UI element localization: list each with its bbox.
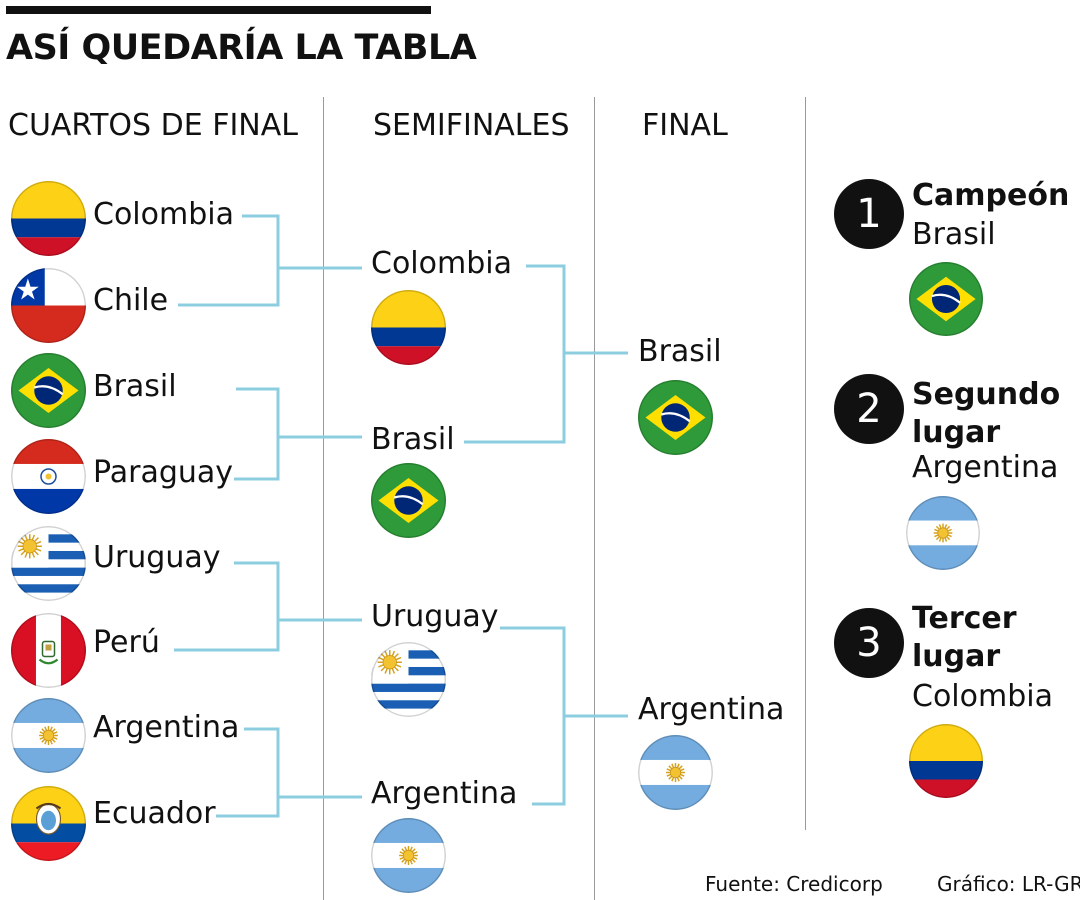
title-rule: [6, 6, 431, 14]
qf-flag-0: [11, 181, 86, 256]
sf-team-0: Colombia: [371, 246, 512, 281]
column-divider: [805, 97, 806, 830]
final-flag-1: [638, 735, 713, 810]
brazil-flag-icon: [371, 463, 446, 538]
sf-flag-3: [371, 818, 446, 893]
argentina-flag-icon: [906, 496, 980, 570]
sf-team-1: Brasil: [371, 422, 455, 457]
qf-team-6: Argentina: [93, 710, 240, 745]
colombia-flag-icon: [11, 181, 86, 256]
place-label-1: Campeón: [912, 178, 1070, 213]
bracket-connector-line: [216, 727, 280, 818]
chile-flag-icon: [11, 268, 86, 343]
graphic-credit: Gráfico: LR-GR: [937, 872, 1080, 896]
place-team-1: Brasil: [912, 217, 996, 252]
qf-team-4: Uruguay: [93, 540, 221, 575]
sf-flag-1: [371, 463, 446, 538]
sf-flag-0: [371, 290, 446, 365]
qf-team-1: Chile: [93, 283, 169, 318]
place-label-3: Tercer lugar: [912, 601, 1017, 674]
column-divider: [594, 97, 595, 900]
bracket-connector-line: [234, 387, 280, 481]
page-title: ASÍ QUEDARÍA LA TABLA: [6, 28, 477, 68]
column-divider: [323, 97, 324, 900]
ecuador-flag-icon: [11, 786, 86, 861]
brazil-flag-icon: [909, 262, 983, 336]
sf-team-3: Argentina: [371, 776, 518, 811]
source-credit: Fuente: Credicorp: [705, 872, 883, 896]
place-team-3: Colombia: [912, 679, 1053, 714]
colombia-flag-icon: [909, 724, 983, 798]
uruguay-flag-icon: [371, 642, 446, 717]
place-flag-2: [906, 496, 980, 570]
rank-badge-2: 2: [834, 374, 904, 444]
qf-flag-2: [11, 353, 86, 428]
paraguay-flag-icon: [11, 439, 86, 514]
final-flag-0: [638, 380, 713, 455]
qf-team-7: Ecuador: [93, 796, 216, 831]
bracket-connector-line: [178, 214, 280, 307]
argentina-flag-icon: [11, 698, 86, 773]
final-team-1: Argentina: [638, 692, 785, 727]
brazil-flag-icon: [11, 353, 86, 428]
place-team-2: Argentina: [912, 450, 1059, 485]
uruguay-flag-icon: [11, 526, 86, 601]
column-header-semifinals: SEMIFINALES: [373, 108, 570, 143]
qf-team-0: Colombia: [93, 197, 234, 232]
sf-team-2: Uruguay: [371, 599, 499, 634]
qf-team-3: Paraguay: [93, 455, 234, 490]
colombia-flag-icon: [371, 290, 446, 365]
rank-badge-1: 1: [834, 179, 904, 249]
column-header-quarterfinals: CUARTOS DE FINAL: [8, 108, 298, 143]
argentina-flag-icon: [638, 735, 713, 810]
qf-flag-1: [11, 268, 86, 343]
argentina-flag-icon: [371, 818, 446, 893]
qf-flag-7: [11, 786, 86, 861]
final-team-0: Brasil: [638, 334, 722, 369]
brazil-flag-icon: [638, 380, 713, 455]
place-label-2: Segundo lugar: [912, 377, 1061, 450]
sf-flag-2: [371, 642, 446, 717]
qf-team-5: Perú: [93, 625, 160, 660]
column-header-final: FINAL: [642, 108, 728, 143]
qf-flag-4: [11, 526, 86, 601]
qf-flag-5: [11, 613, 86, 688]
qf-flag-3: [11, 439, 86, 514]
qf-flag-6: [11, 698, 86, 773]
place-flag-3: [909, 724, 983, 798]
peru-flag-icon: [11, 613, 86, 688]
place-flag-1: [909, 262, 983, 336]
rank-badge-3: 3: [834, 608, 904, 678]
bracket-connector-line: [464, 264, 566, 444]
bracket-connector-line: [174, 561, 280, 652]
qf-team-2: Brasil: [93, 369, 177, 404]
